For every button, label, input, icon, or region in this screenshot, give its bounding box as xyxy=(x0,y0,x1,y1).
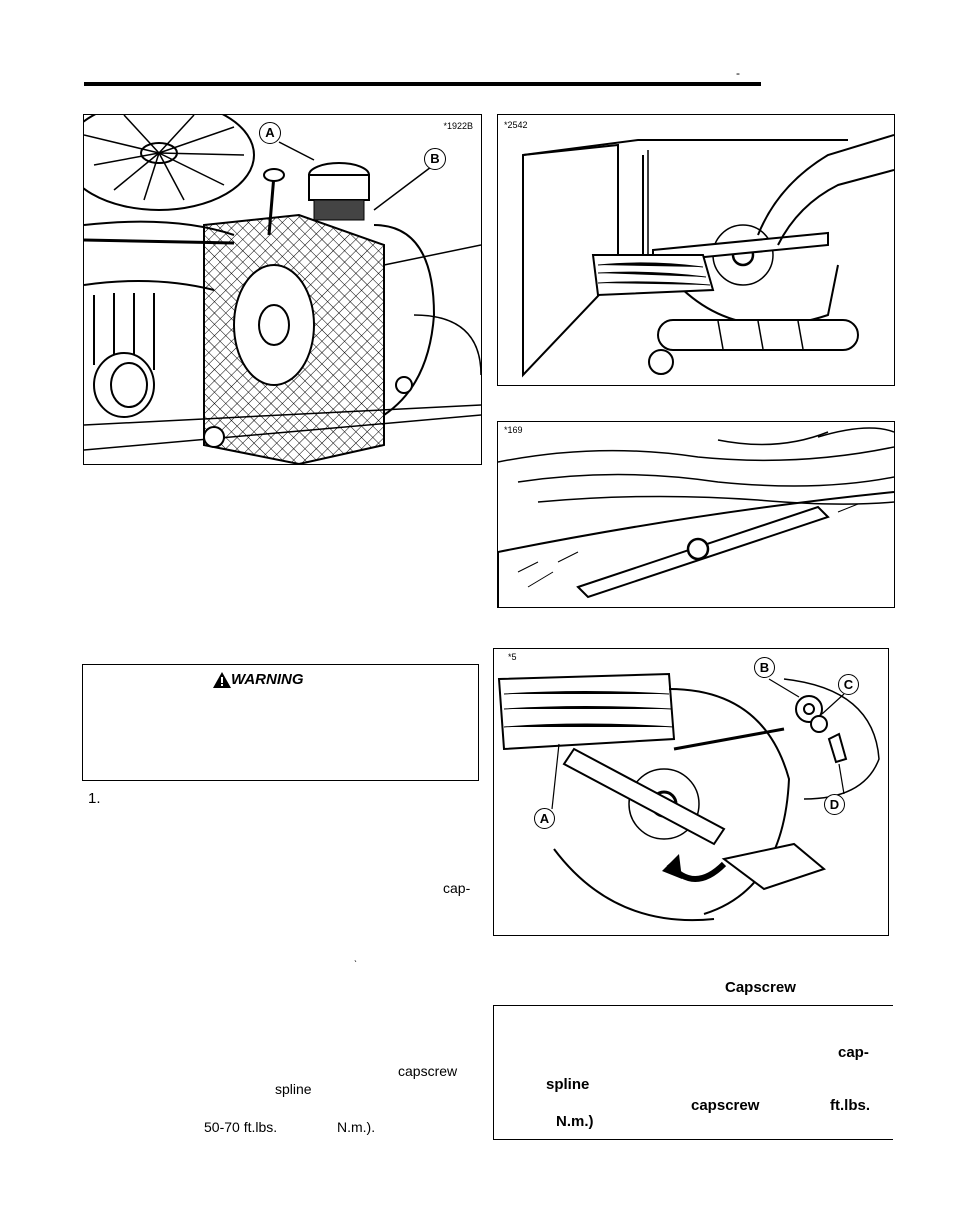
warning-header: WARNING xyxy=(213,671,304,688)
deck-blade-drawing xyxy=(522,134,894,378)
note-ftlbs: ft.lbs. xyxy=(830,1097,870,1114)
callout-b: B xyxy=(754,657,775,678)
header-rule xyxy=(84,82,761,86)
callout-a: A xyxy=(534,808,555,829)
note-cap: cap- xyxy=(838,1044,869,1061)
text-nm: N.m.). xyxy=(337,1119,376,1135)
blade-board-illustration: *169 xyxy=(497,421,895,608)
figure-number: *5 xyxy=(508,652,517,662)
text-spline: spline xyxy=(275,1081,312,1097)
blade-board-drawing xyxy=(498,427,894,608)
header-dash: - xyxy=(736,66,740,80)
text-tick: ˎ xyxy=(354,952,358,963)
callout-d: D xyxy=(824,794,845,815)
text-cap: cap- xyxy=(443,880,471,896)
note-box xyxy=(493,1005,893,1140)
note-nm: N.m.) xyxy=(556,1113,594,1130)
note-capscrew: capscrew xyxy=(691,1097,760,1114)
warning-triangle-icon xyxy=(213,671,231,688)
engine-drawing xyxy=(84,115,481,464)
figure-number: *1922B xyxy=(443,121,473,131)
text-capscrew: capscrew xyxy=(398,1063,458,1079)
step-number: 1. xyxy=(88,790,101,807)
callout-c: C xyxy=(838,674,859,695)
callout-b: B xyxy=(424,148,446,170)
warning-label: WARNING xyxy=(231,671,304,688)
callout-a: A xyxy=(259,122,281,144)
engine-illustration: A B *1922B xyxy=(83,114,482,465)
note-spline: spline xyxy=(546,1076,590,1093)
capscrew-heading: Capscrew xyxy=(725,979,796,996)
figure-number: *2542 xyxy=(504,120,528,130)
blade-removal-drawing xyxy=(497,672,880,922)
figure-number: *169 xyxy=(504,425,523,435)
deck-blade-illustration: *2542 xyxy=(497,114,895,386)
text-torque: 50-70 ft.lbs. xyxy=(204,1119,278,1135)
warning-box: WARNING xyxy=(82,664,479,781)
blade-removal-illustration: A B C D *5 xyxy=(493,648,889,936)
